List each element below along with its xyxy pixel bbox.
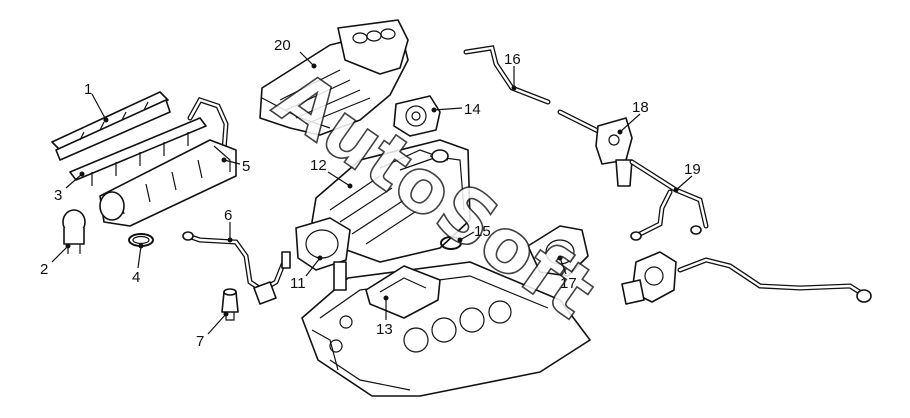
part-16-pipe — [463, 45, 603, 135]
callout-20: 20 — [274, 37, 291, 54]
callout-2: 2 — [40, 261, 48, 278]
part-18-egr-valve — [595, 117, 633, 187]
callout-labels: 1 2 3 4 5 6 7 11 12 13 14 15 16 17 18 19… — [40, 37, 701, 350]
callout-5: 5 — [242, 158, 250, 175]
callout-15: 15 — [474, 223, 491, 240]
callout-12: 12 — [310, 157, 327, 174]
callout-18: 18 — [632, 99, 649, 116]
part-11-throttle-adapter — [295, 217, 351, 291]
callout-4: 4 — [132, 269, 140, 286]
callout-leaders — [51, 51, 693, 335]
callout-13: 13 — [376, 321, 393, 338]
part-12-upper-intake — [311, 139, 471, 263]
part-1-fuel-rail-cover — [51, 91, 171, 161]
callout-3: 3 — [54, 187, 62, 204]
part-14-throttle-body — [393, 95, 441, 137]
part-5-lower-intake — [99, 139, 237, 227]
callout-1: 1 — [84, 81, 92, 98]
callout-19: 19 — [684, 161, 701, 178]
part-13-valley-plate — [365, 265, 441, 319]
callout-7: 7 — [196, 333, 204, 350]
part-2-regulator — [62, 209, 86, 254]
callout-6: 6 — [224, 207, 232, 224]
part-15-gasket — [440, 236, 462, 250]
callout-14: 14 — [464, 101, 481, 118]
part-7-sensor — [221, 288, 239, 321]
egr-valve-assembly — [621, 251, 872, 305]
callout-16: 16 — [504, 51, 521, 68]
part-20-intake-plenum — [259, 19, 409, 136]
part-17-egr-cover — [527, 225, 589, 277]
part-19-egr-tube — [629, 159, 709, 241]
callout-17: 17 — [560, 275, 577, 292]
part-6-vacuum-hose — [182, 231, 291, 305]
part-3-fuel-rail — [69, 96, 229, 186]
callout-11: 11 — [290, 275, 306, 292]
